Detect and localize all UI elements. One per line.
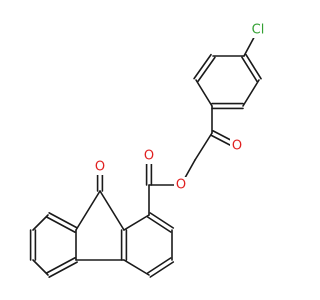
atom-label-o-fluorenone: O [95, 160, 105, 175]
atom-o-ester-carbonyl: O [142, 148, 156, 164]
bond-f1-f2-a [146, 216, 172, 233]
atom-label-o-ester-link: O [176, 178, 186, 193]
chemical-structure-diagram: Cl O O O O [29, 22, 268, 278]
bond-l5-l6-b [46, 257, 76, 274]
bond-c5-c6-a [197, 56, 216, 83]
bond-cco-ch2 [194, 132, 213, 161]
atom-o-ester-link: O [174, 177, 188, 193]
bond-f6-c9 [99, 190, 125, 231]
bond-l4-l5 [32, 259, 49, 276]
atom-label-o-ester-carbonyl: O [144, 149, 154, 164]
bond-c5-c6-b [193, 53, 212, 80]
molecule-canvas: Cl O O O O [29, 22, 268, 278]
bond-c9-l1 [75, 190, 101, 231]
bond-c1-c2-b [245, 53, 262, 80]
bond-f4-f5 [123, 259, 150, 276]
bond-f3-f4-b [149, 261, 175, 278]
bond-f1-f2-b [149, 212, 175, 229]
atom-o-fluorenone: O [93, 159, 107, 175]
bond-c4-c5 [195, 79, 213, 107]
bond-f6-f1 [123, 214, 150, 231]
bond-f3-f4-a [146, 257, 172, 274]
bond-l1-l2-a [48, 212, 78, 229]
bond-l5-l6-a [48, 261, 78, 278]
atom-label-o-ketone: O [232, 139, 242, 154]
bond-c2-c3 [242, 79, 260, 107]
atom-label-cl: Cl [252, 23, 265, 38]
bond-layer [29, 29, 262, 278]
atom-label-layer: Cl O O O O [93, 22, 268, 193]
bond-c1-c2-a [241, 56, 258, 83]
bond-l2-l3 [32, 214, 49, 231]
bond-l1-l2-b [46, 216, 76, 233]
atom-cl: Cl [248, 22, 268, 38]
atom-o-ketone: O [230, 138, 244, 154]
